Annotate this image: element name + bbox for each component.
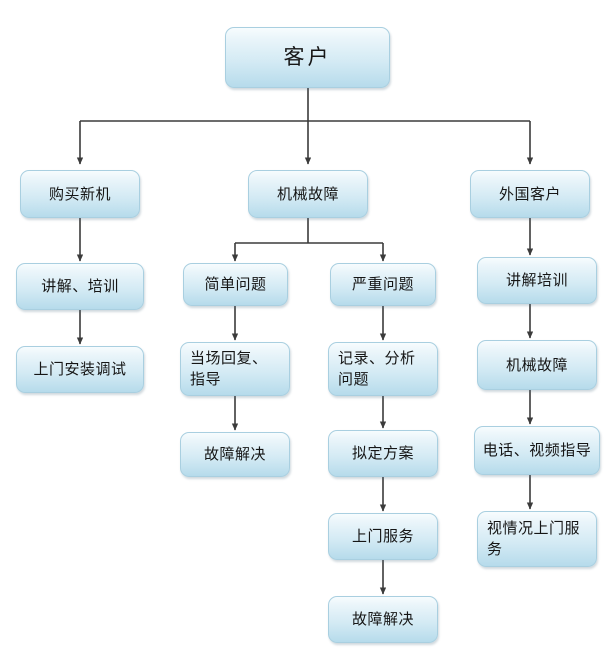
node-label: 外国客户 <box>498 184 561 203</box>
node-foreign-mechanical-fault[interactable]: 机械故障 <box>477 340 597 390</box>
node-fault-severe-draft-plan[interactable]: 拟定方案 <box>328 430 438 477</box>
node-label: 上门服务 <box>351 527 414 545</box>
node-label: 简单问题 <box>204 275 267 293</box>
node-label: 机械故障 <box>505 355 568 374</box>
node-buy-onsite-installation[interactable]: 上门安装调试 <box>16 346 144 393</box>
node-fault-severe-resolved[interactable]: 故障解决 <box>328 596 438 643</box>
node-fault-severe-record-analyze[interactable]: 记录、分析问题 <box>328 342 438 396</box>
node-label: 故障解决 <box>351 610 414 628</box>
node-fault-simple-resolved[interactable]: 故障解决 <box>180 432 290 477</box>
node-fault-simple-problem[interactable]: 简单问题 <box>183 263 288 306</box>
node-foreign-explain-training[interactable]: 讲解培训 <box>477 257 597 304</box>
node-fault-severe-onsite-service[interactable]: 上门服务 <box>328 513 438 560</box>
node-label: 严重问题 <box>351 275 414 293</box>
node-foreign-onsite-if-needed[interactable]: 视情况上门服务 <box>477 511 597 567</box>
node-label: 讲解培训 <box>505 271 568 289</box>
node-label: 当场回复、指导 <box>190 349 268 388</box>
node-label: 机械故障 <box>276 184 339 203</box>
node-label: 电话、视频指导 <box>482 441 592 459</box>
node-branch-buy-new-machine[interactable]: 购买新机 <box>20 170 140 218</box>
node-label: 拟定方案 <box>351 444 414 462</box>
node-label: 记录、分析问题 <box>338 349 416 388</box>
node-branch-foreign-customer[interactable]: 外国客户 <box>470 170 590 218</box>
node-root-customer[interactable]: 客户 <box>225 27 390 88</box>
node-fault-simple-onsite-reply[interactable]: 当场回复、指导 <box>180 342 290 396</box>
node-foreign-phone-video-guidance[interactable]: 电话、视频指导 <box>474 426 600 475</box>
node-branch-mechanical-fault[interactable]: 机械故障 <box>248 170 368 218</box>
node-label: 讲解、培训 <box>41 277 119 295</box>
node-fault-severe-problem[interactable]: 严重问题 <box>330 263 436 306</box>
node-label: 上门安装调试 <box>33 360 127 378</box>
node-label: 视情况上门服务 <box>487 519 581 558</box>
node-label: 客户 <box>283 45 332 69</box>
node-buy-explain-training[interactable]: 讲解、培训 <box>16 263 144 310</box>
node-label: 购买新机 <box>48 184 111 203</box>
node-label: 故障解决 <box>203 445 266 463</box>
